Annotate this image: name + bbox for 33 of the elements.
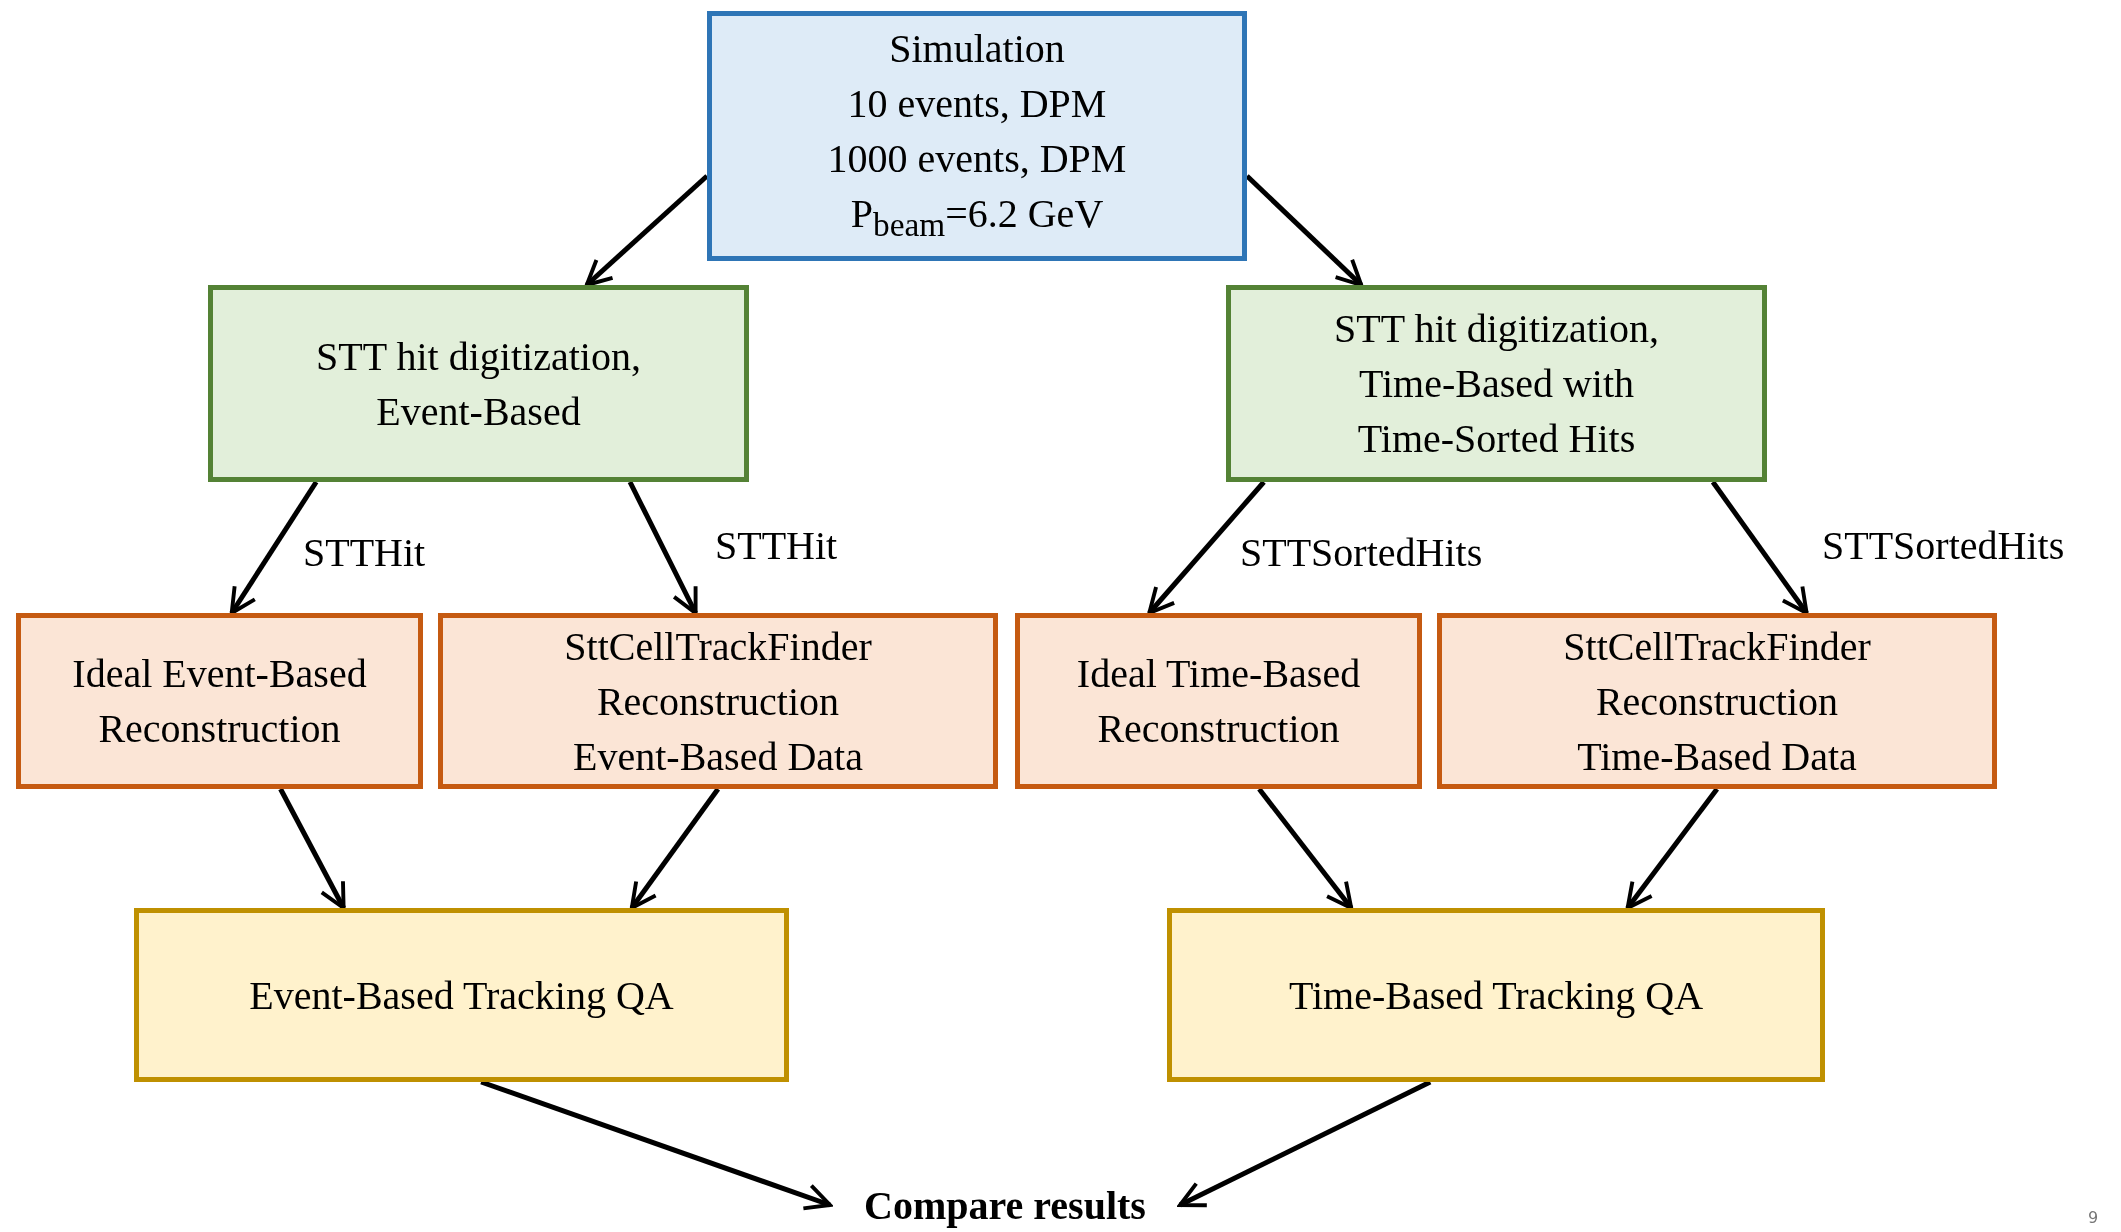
page-number: 9 [2088, 1208, 2099, 1227]
process-box [208, 285, 749, 482]
box-label: Compare results [864, 1181, 1146, 1230]
process-box [438, 613, 998, 789]
box-label: Simulation [889, 24, 1065, 73]
arrow [629, 787, 721, 910]
box-label: Ideal Time-Based Reconstruction [1075, 650, 1362, 753]
process-box [707, 11, 1247, 261]
arrow [1245, 174, 1364, 287]
box-label: STT hit digitization, Time-Based with Time-Sorted Hits [1333, 305, 1660, 463]
arrow [278, 787, 346, 910]
box-label: Ideal Event-Based Reconstruction [71, 650, 368, 753]
process-box [1015, 613, 1422, 789]
process-box [134, 908, 789, 1082]
process-box [16, 613, 423, 789]
arrow [627, 480, 698, 615]
box-label: 1000 events, DPM [827, 134, 1127, 183]
box-label: SttCellTrackFinder Reconstruction Event-Based Data [563, 622, 873, 781]
arrow [1257, 787, 1354, 910]
box-label: 10 events, DPM [847, 79, 1107, 128]
arrow [1625, 787, 1719, 910]
box-label: P$_{beam}$=6.2 GeV [850, 189, 1104, 245]
process-box [1437, 613, 1997, 789]
box-label: STT hit digitization, Event-Based [315, 332, 642, 436]
box-label: Event-Based Tracking QA [249, 971, 674, 1020]
process-box [1226, 285, 1767, 482]
arrow [1147, 480, 1266, 615]
arrow [1710, 480, 1809, 615]
arrow [584, 174, 709, 287]
box-label: Time-Based Tracking QA [1288, 971, 1704, 1020]
process-box [1167, 908, 1825, 1082]
arrow [229, 480, 319, 615]
box-label: SttCellTrackFinder Reconstruction Time-Based Data [1562, 622, 1872, 781]
